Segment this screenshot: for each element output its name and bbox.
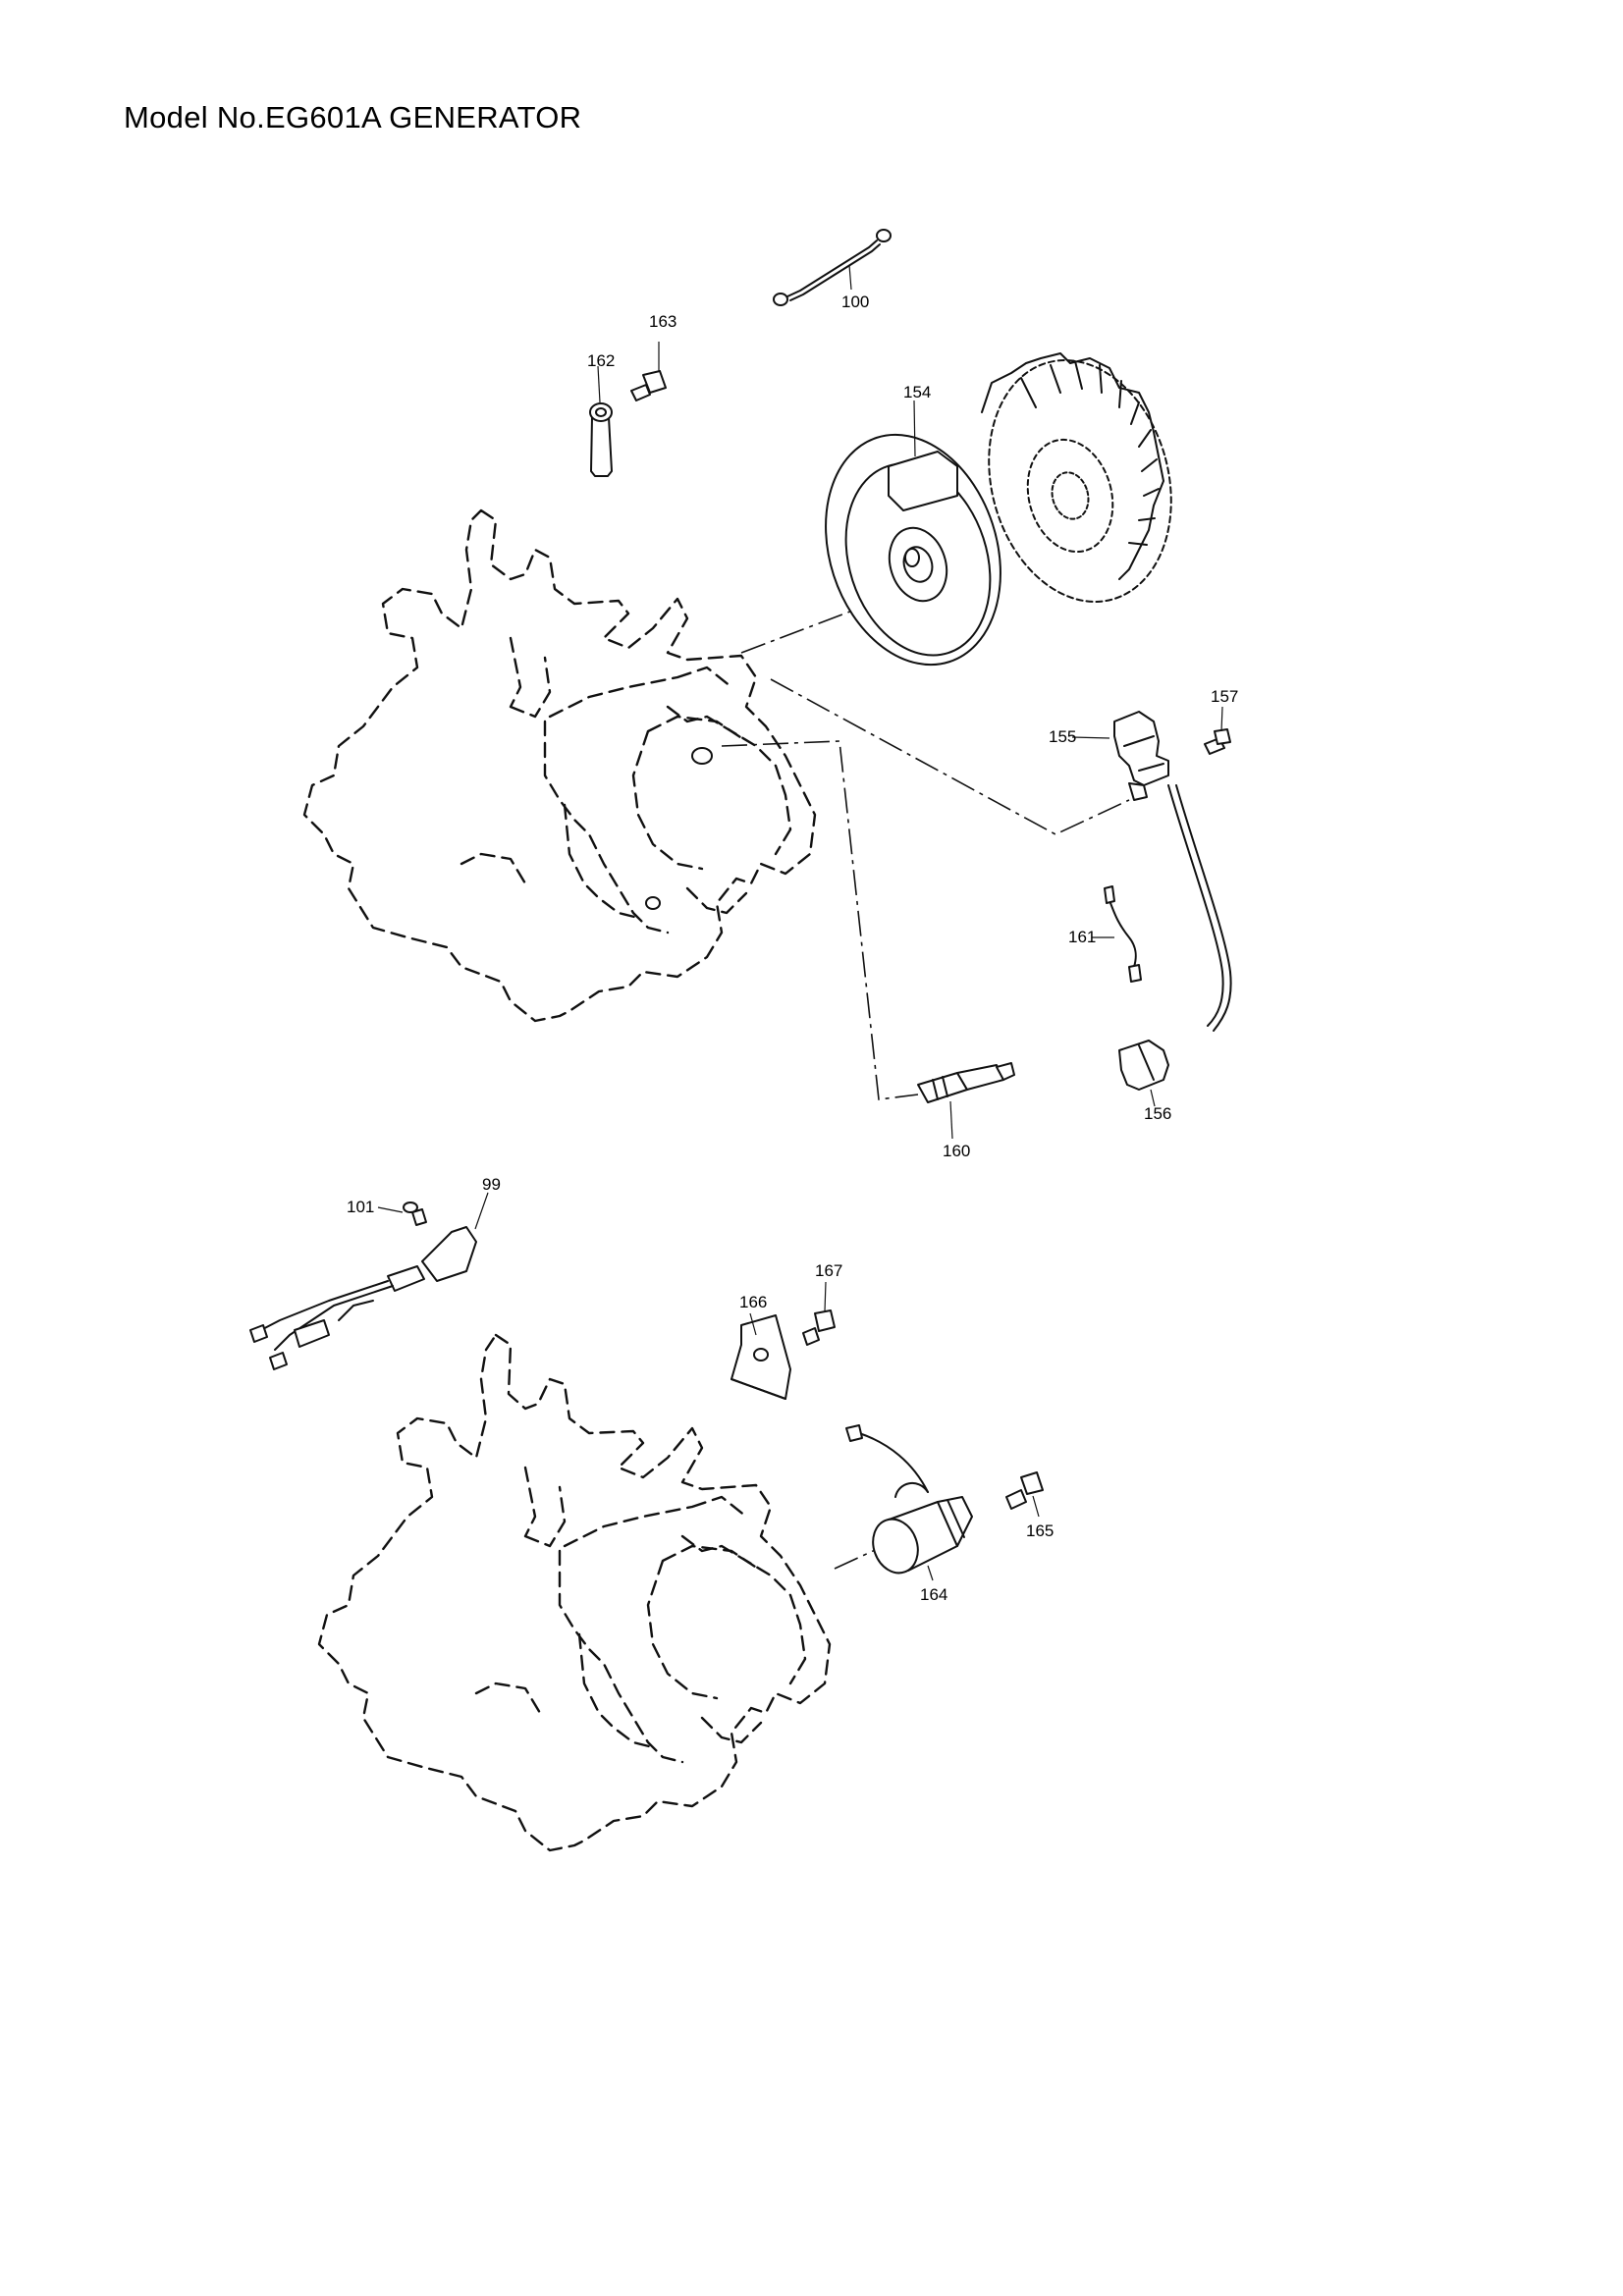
label-157: 157 <box>1211 687 1238 706</box>
high-tension-cord-156 <box>1118 784 1232 1107</box>
bolt-167 <box>802 1281 836 1346</box>
bolt-165 <box>1005 1471 1044 1518</box>
label-165: 165 <box>1026 1522 1054 1540</box>
label-101: 101 <box>347 1198 374 1216</box>
wire-bracket-162 <box>589 365 613 477</box>
engine-outline-lower <box>317 1333 832 1852</box>
cooling-fan <box>981 352 1172 603</box>
label-166: 166 <box>739 1293 767 1311</box>
label-154: 154 <box>903 383 931 401</box>
bolt-101 <box>377 1201 427 1226</box>
label-162: 162 <box>587 351 615 370</box>
engine-outline-upper <box>302 508 817 1023</box>
ground-wire-100 <box>773 229 892 306</box>
label-164: 164 <box>920 1585 947 1604</box>
label-163: 163 <box>649 312 676 331</box>
screw-157 <box>1204 706 1231 755</box>
oil-sensor-99 <box>249 1192 489 1370</box>
label-155: 155 <box>1049 727 1076 746</box>
rotor-154 <box>825 400 1001 667</box>
label-160: 160 <box>943 1142 970 1160</box>
cover-plate-166 <box>730 1312 791 1400</box>
spark-plug-160 <box>917 1062 1015 1140</box>
part-number-labels: 100 162 163 154 157 155 161 156 160 101 … <box>347 293 1238 1604</box>
starter-motor-164 <box>845 1424 973 1581</box>
ignition-coil-155 <box>1071 711 1169 801</box>
bolt-163 <box>630 342 667 401</box>
lead-wire-161 <box>1092 885 1142 983</box>
page-title: Model No.EG601A GENERATOR <box>124 100 582 134</box>
label-167: 167 <box>815 1261 842 1280</box>
label-99: 99 <box>482 1175 501 1194</box>
label-156: 156 <box>1144 1104 1171 1123</box>
label-100: 100 <box>841 293 869 311</box>
label-161: 161 <box>1068 928 1096 946</box>
